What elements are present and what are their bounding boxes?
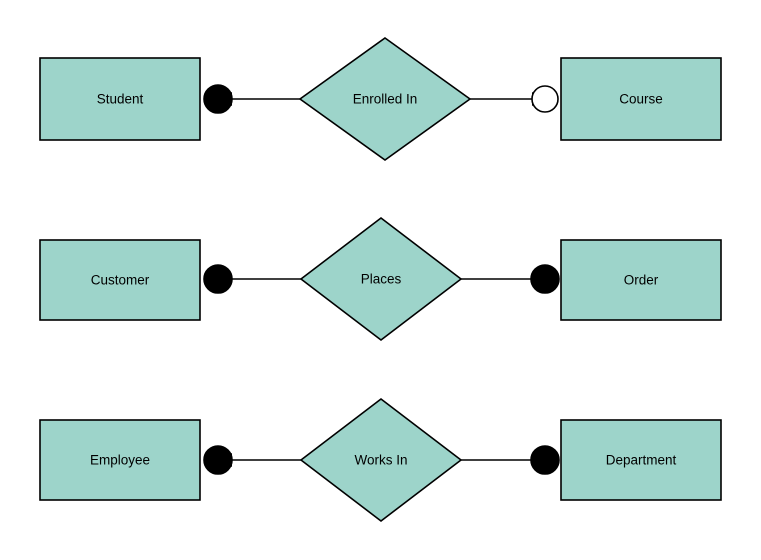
cardinality-marker-filled-icon — [203, 84, 233, 114]
entity-order[interactable]: Order — [560, 239, 722, 321]
relationship-shape — [298, 37, 472, 161]
connection-enrolled-in-course[interactable] — [470, 85, 559, 113]
entity-department[interactable]: Department — [560, 419, 722, 501]
entity-employee[interactable]: Employee — [39, 419, 201, 501]
entity-shape — [560, 57, 722, 141]
cardinality-marker-filled-icon — [203, 445, 233, 475]
entity-shape — [39, 239, 201, 321]
connections-layer — [203, 84, 560, 475]
entity-shape — [560, 239, 722, 321]
entity-shape — [39, 57, 201, 141]
cardinality-marker-filled-icon — [530, 264, 560, 294]
entity-student[interactable]: Student — [39, 57, 201, 141]
entity-customer[interactable]: Customer — [39, 239, 201, 321]
entity-course[interactable]: Course — [560, 57, 722, 141]
cardinality-marker-filled-icon — [203, 264, 233, 294]
connection-places-order[interactable] — [461, 264, 560, 294]
relationship-shape — [299, 397, 463, 523]
cardinality-marker-filled-icon — [530, 445, 560, 475]
relationship-works-in[interactable]: Works In — [299, 397, 463, 523]
connection-student-enrolled-in[interactable] — [203, 84, 300, 114]
connection-employee-works-in[interactable] — [203, 445, 301, 475]
connection-works-in-department[interactable] — [461, 445, 560, 475]
relationship-enrolled-in[interactable]: Enrolled In — [298, 37, 472, 161]
cardinality-marker-open-icon — [531, 85, 559, 113]
entity-shape — [560, 419, 722, 501]
entity-shape — [39, 419, 201, 501]
relationship-shape — [299, 216, 463, 342]
connection-customer-places[interactable] — [203, 264, 301, 294]
relationship-places[interactable]: Places — [299, 216, 463, 342]
